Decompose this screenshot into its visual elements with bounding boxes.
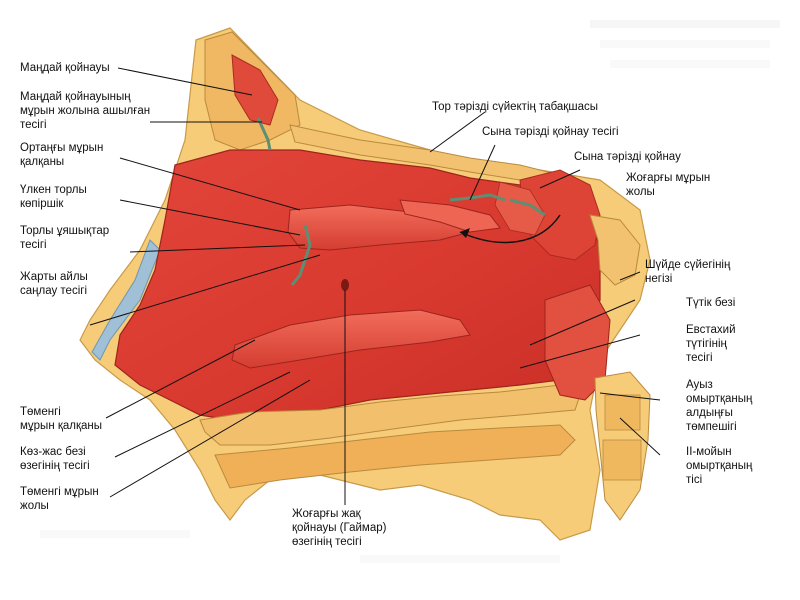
label-sphenoid-opening: Сына тәрізді қойнау тесігі	[482, 126, 619, 138]
label-ethmoid-cells-opening: Торлы ұяшықтар тесігі	[20, 225, 110, 251]
label-eustachian-opening: Евстахий түтігінің тесігі	[686, 324, 736, 364]
leader-lines	[89, 67, 661, 505]
label-middle-turbinate: Ортаңғы мұрын қалқаны	[20, 142, 104, 168]
probe-sphenoid	[449, 193, 506, 202]
label-atlas-tubercle: Ауыз омыртқаның алдыңғы төмпешігі	[686, 379, 753, 433]
label-ethmoid-plate: Тор тәрізді сүйектің табақшасы	[432, 101, 598, 113]
label-frontal-sinus-opening: Маңдай қойнауының мұрын жолына ашылған т…	[20, 91, 151, 131]
label-superior-meatus: Жоғарғы мұрын жолы	[626, 172, 711, 198]
label-semilunar-hiatus: Жарты айлы саңлау тесігі	[20, 271, 88, 297]
probe-frontal	[256, 117, 272, 151]
arrow-superior-meatus	[459, 214, 561, 244]
vertebra-segment-2	[602, 439, 642, 481]
label-occipital-base: Шүйде сүйегінің негізі	[645, 259, 731, 285]
frontal-sinus	[231, 54, 279, 126]
inferior-turbinate	[231, 309, 471, 369]
label-ethmoid-bulla: Үлкен торлы көпіршік	[20, 184, 87, 210]
maxillary-opening	[341, 279, 349, 291]
label-maxillary-sinus-opening: Жоғарғы жақ қойнауы (Гаймар) өзегінің те…	[292, 508, 387, 548]
occipital-base	[589, 214, 641, 286]
vertebra-segment	[604, 394, 641, 431]
label-axis-dens: II-мойын омыртқаның тісі	[686, 446, 753, 486]
nasal-cartilage	[91, 239, 161, 361]
label-inferior-turbinate: Төменгі мұрын қалқаны	[20, 406, 103, 432]
sphenoid-sinus-inner	[494, 181, 546, 236]
probe-sphenoid-2	[509, 198, 546, 217]
lower-gum	[214, 424, 576, 489]
label-nasolacrimal-duct: Көз-жас безі өзегінің тесігі	[20, 446, 90, 472]
label-inferior-meatus: Төменгі мұрын жолы	[20, 486, 99, 512]
arrow-head	[460, 228, 470, 238]
label-sphenoid-sinus: Сына тәрізді қойнау	[574, 151, 681, 163]
label-tubal-gland: Түтік безі	[686, 297, 736, 309]
hard-palate	[199, 384, 581, 446]
label-frontal-sinus: Маңдай қойнауы	[20, 62, 110, 74]
upper-turbinate	[399, 199, 501, 233]
